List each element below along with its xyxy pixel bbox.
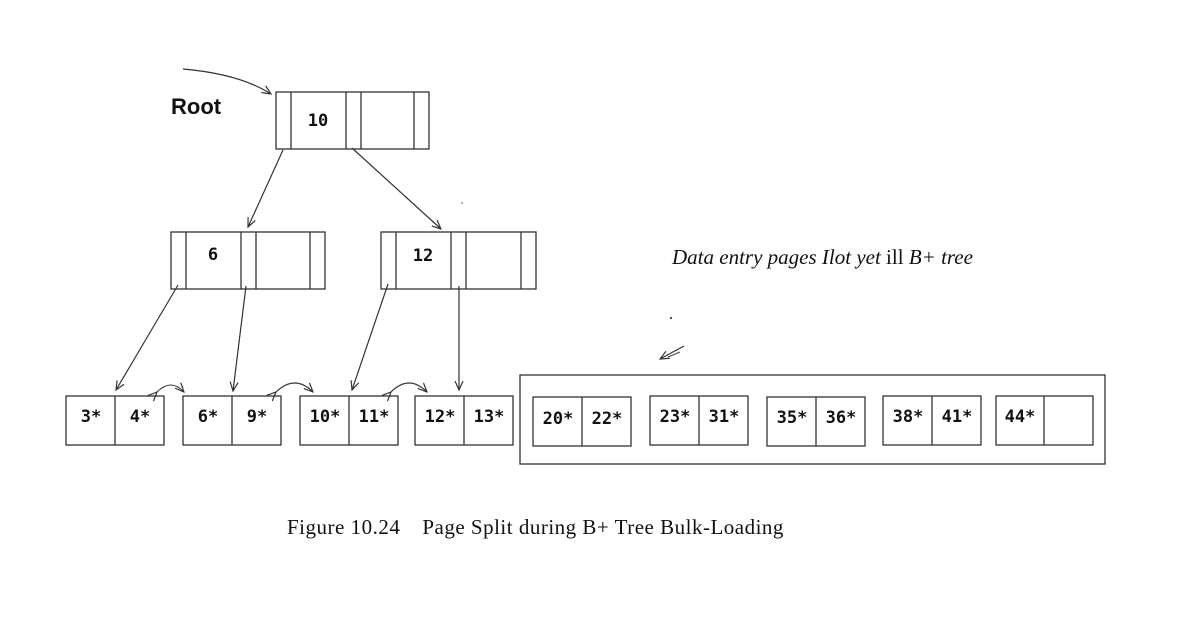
leaf-page: 35* 36*	[766, 396, 866, 447]
leaf-page: 3* 4*	[65, 395, 165, 446]
leaf-entry: 38*	[893, 407, 924, 427]
leaf-entry: 36*	[826, 408, 857, 428]
data-entry-pages-enclosure	[519, 374, 1106, 465]
leaf-entry: 9*	[247, 407, 267, 427]
leaf-entry: 12*	[425, 407, 456, 427]
leaf-entry: 44*	[1005, 407, 1036, 427]
sibling-link-arrow	[276, 382, 313, 392]
edge-node-6-to-leaf-2	[233, 285, 247, 391]
root-label: Root	[171, 94, 222, 119]
figure-title: Page Split during B+ Tree Bulk-Loading	[422, 515, 784, 539]
leaf-page: 12* 13*	[414, 395, 514, 446]
leaf-entry: 35*	[777, 408, 808, 428]
annotation-pointer-tick	[667, 351, 681, 358]
internal-node-key: 6	[208, 245, 218, 265]
internal-node-12: 12	[380, 231, 537, 290]
edge-node-12-to-leaf-3	[352, 283, 389, 390]
root-key: 10	[308, 111, 328, 131]
leaf-page: 44*	[995, 395, 1094, 446]
leaf-entry: 23*	[660, 407, 691, 427]
leaf-entry: 11*	[359, 407, 390, 427]
figure-caption: Figure 10.24 Page Split during B+ Tree Bu…	[287, 515, 784, 540]
sibling-link-arrow	[391, 382, 427, 392]
leaf-entry: 3*	[81, 407, 101, 427]
leaf-page: 20* 22*	[532, 396, 632, 447]
stray-mark	[461, 202, 463, 204]
edge-root-to-node-12	[351, 147, 441, 229]
figure-number: Figure 10.24	[287, 515, 401, 539]
leaf-entry: 13*	[474, 407, 505, 427]
internal-node-key: 12	[413, 246, 433, 266]
annotation-label: Data entry pages Ilot yet ill B+ tree	[671, 245, 973, 269]
stray-mark	[669, 316, 673, 320]
root-node: 10	[275, 91, 430, 150]
sibling-link-arrow	[157, 385, 184, 392]
edge-node-6-to-leaf-1	[116, 284, 179, 390]
leaf-entry: 10*	[310, 407, 341, 427]
leaf-entry: 20*	[543, 409, 574, 429]
edge-root-to-node-6	[248, 149, 284, 227]
leaf-entry: 31*	[709, 407, 740, 427]
internal-node-6: 6	[170, 231, 326, 290]
leaf-page: 38* 41*	[882, 395, 982, 446]
root-pointer-arrow	[182, 68, 271, 94]
leaf-page: 10* 11*	[299, 395, 399, 446]
leaf-entry: 22*	[592, 409, 623, 429]
leaf-entry: 41*	[942, 407, 973, 427]
leaf-entry: 4*	[130, 407, 150, 427]
leaf-page: 6* 9*	[182, 395, 282, 446]
leaf-page: 23* 31*	[649, 395, 749, 446]
leaf-entry: 6*	[198, 407, 218, 427]
annotation-pointer-arrow	[660, 345, 685, 359]
